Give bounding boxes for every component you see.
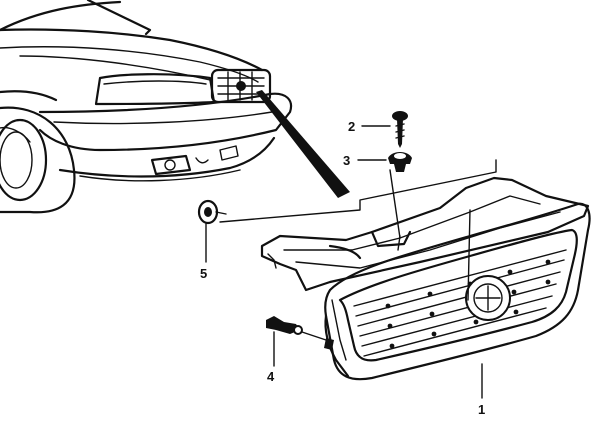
grille-icon (260, 176, 591, 381)
callout-1: 1 (478, 402, 485, 417)
screw-icon (392, 111, 408, 148)
callout-2: 2 (348, 119, 355, 134)
clip-icon (388, 152, 412, 172)
car-front-icon (0, 0, 293, 214)
retainer-icon (197, 199, 227, 225)
grille-small-icon (210, 68, 272, 104)
callout-3: 3 (343, 153, 350, 168)
callout-5: 5 (200, 266, 207, 281)
callout-4: 4 (267, 369, 275, 384)
bracket-icon (266, 316, 334, 350)
